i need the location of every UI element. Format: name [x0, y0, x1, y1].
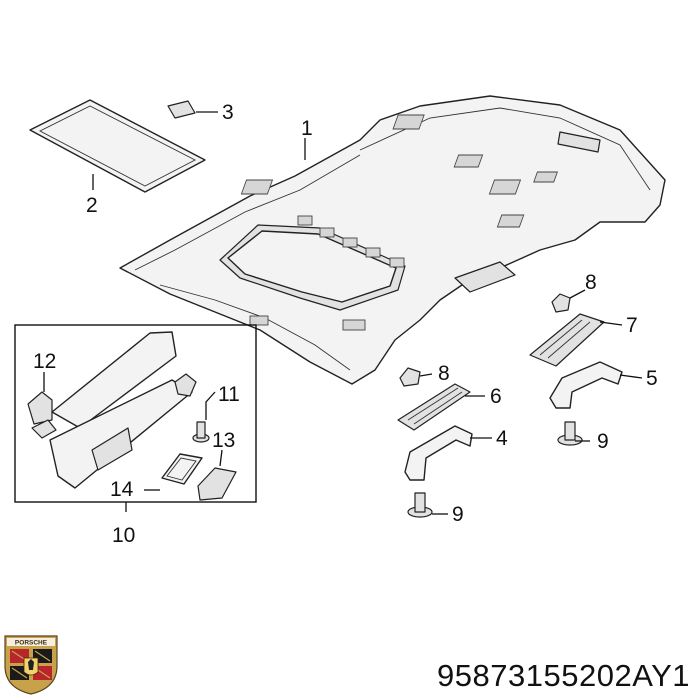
part-number: 95873155202AY1	[437, 658, 690, 693]
callout-7: 7	[626, 314, 638, 337]
callout-13: 13	[212, 429, 235, 452]
grab-handle-7	[529, 313, 605, 367]
callout-1: 1	[301, 117, 313, 140]
sun-visor-lower	[49, 379, 193, 489]
callout-14: 14	[110, 478, 134, 501]
sun-visor-inset-box	[14, 324, 257, 503]
callout-8-upper: 8	[585, 271, 597, 294]
callout-8-lower: 8	[438, 362, 450, 385]
svg-text:PORSCHE: PORSCHE	[15, 640, 48, 647]
visor-hinge-12	[31, 419, 57, 439]
clip-8-upper	[551, 293, 571, 313]
callout-11: 11	[218, 383, 240, 406]
sunroof-seal-frame	[29, 99, 206, 193]
screw-9-right	[557, 421, 583, 446]
visor-bracket-12	[27, 391, 53, 425]
mirror-seal-14	[161, 453, 203, 485]
visor-hinge-11	[174, 373, 197, 397]
sun-visor-upper	[51, 331, 177, 429]
small-clip-part	[167, 100, 196, 119]
callout-9-right: 9	[597, 430, 609, 453]
screw-9-left	[407, 492, 433, 518]
callout-10: 10	[112, 524, 135, 547]
porsche-crest-logo: PORSCHE	[4, 635, 58, 695]
callout-3: 3	[222, 101, 234, 124]
callout-6: 6	[490, 385, 502, 408]
mirror-seal-inner	[166, 457, 197, 481]
handle-cover-5	[549, 361, 623, 409]
leader-lines	[43, 111, 643, 515]
callout-4: 4	[496, 427, 508, 450]
visor-screw	[192, 421, 210, 443]
callout-5: 5	[646, 367, 658, 390]
clip-8-lower	[399, 367, 421, 387]
callout-12: 12	[33, 350, 56, 373]
headliner-panel	[119, 95, 666, 385]
callout-9-left: 9	[452, 503, 464, 526]
grab-handle-6	[397, 383, 471, 431]
handle-cover-4	[404, 425, 473, 481]
mirror-cover-13	[197, 467, 237, 501]
callout-2: 2	[86, 194, 98, 217]
